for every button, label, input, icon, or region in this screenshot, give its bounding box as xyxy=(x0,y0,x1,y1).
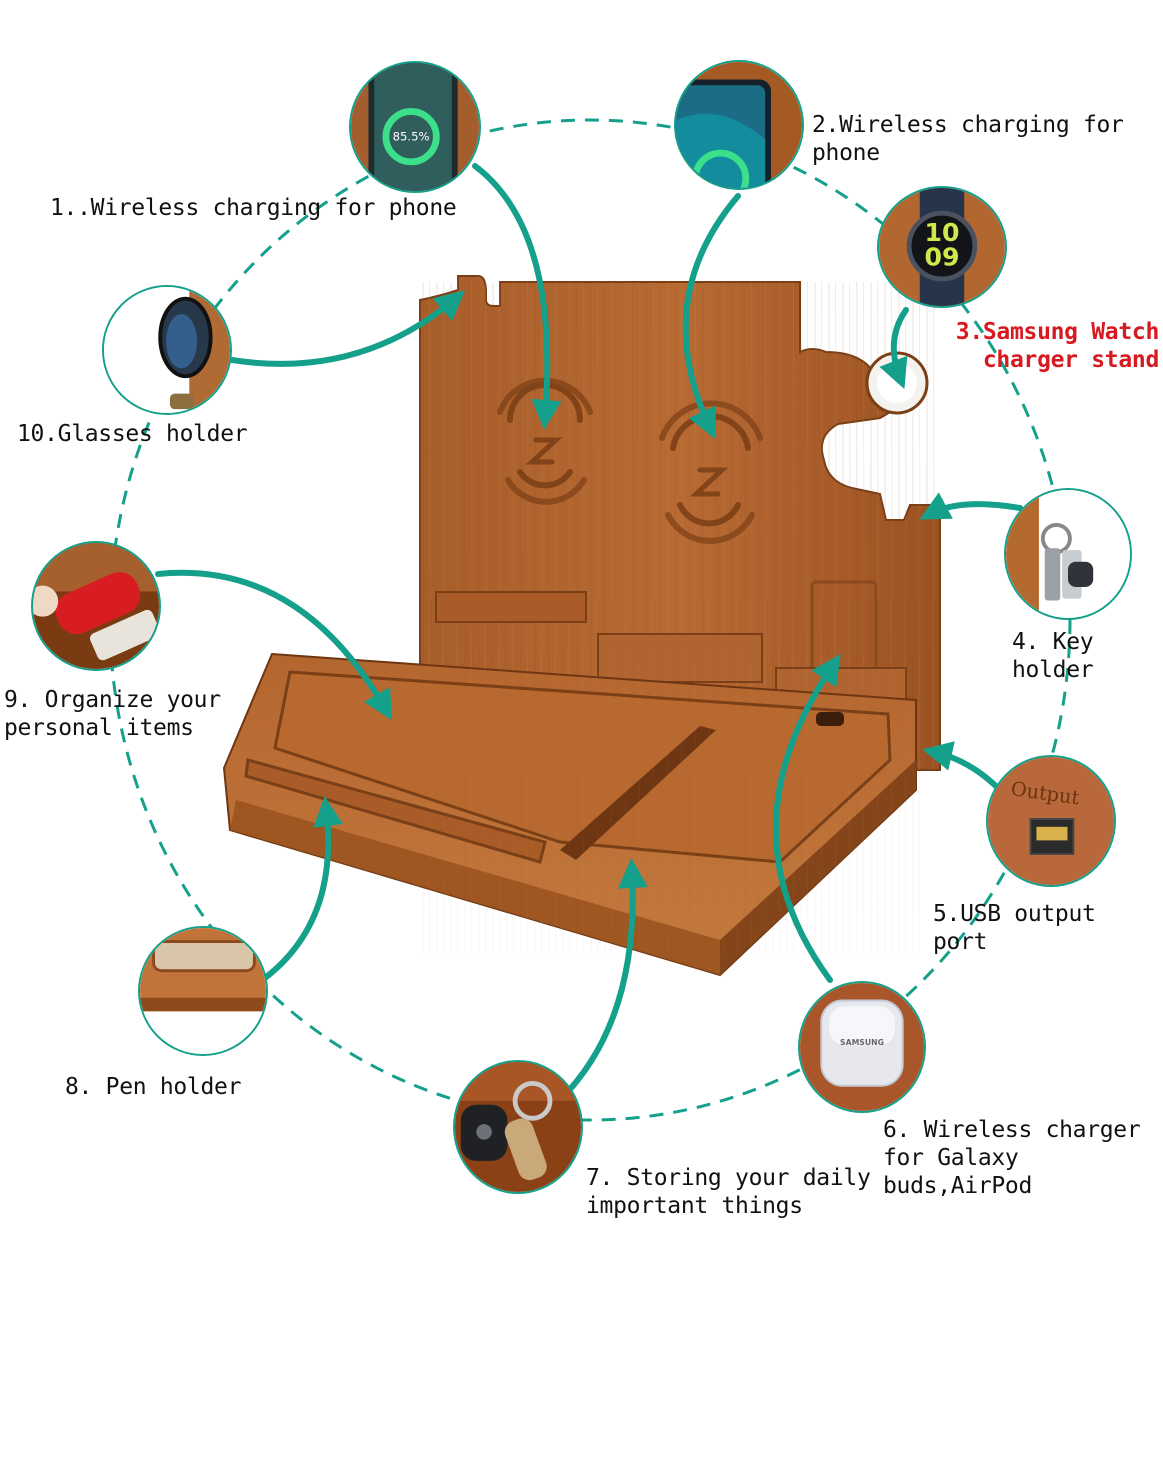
feature-label-watch-stand: 3.Samsung Watch charger stand xyxy=(955,319,1160,373)
glasses-icon xyxy=(158,296,213,410)
feature-label-wireless-charging-1: 1..Wireless charging for phone xyxy=(50,195,457,221)
arrow-2 xyxy=(682,193,741,439)
detail-circle-phone-charging-1: 85.5% xyxy=(349,61,481,193)
lipstick-icon xyxy=(55,572,141,635)
arrow-7 xyxy=(557,858,648,1103)
detail-circle-usb: Output xyxy=(986,755,1116,887)
arrow-9 xyxy=(155,569,392,721)
pen-slot-icon xyxy=(152,940,256,973)
arrow-6 xyxy=(773,654,841,983)
feature-label-usb-port: 5.USB output port xyxy=(933,901,1096,955)
arrow-1 xyxy=(472,163,562,430)
detail-circle-glasses xyxy=(102,285,232,415)
feature-label-storage: 7. Storing your daily important things xyxy=(586,1165,871,1219)
arrow-5 xyxy=(922,741,1003,793)
detail-circle-phone-charging-2 xyxy=(674,60,804,190)
detail-circle-keys xyxy=(1004,488,1132,620)
svg-text:09: 09 xyxy=(925,242,960,271)
feature-label-glasses-holder: 10.Glasses holder xyxy=(17,421,248,447)
phone-wireless-charging-icon xyxy=(382,108,440,166)
detail-circle-watch: 10 09 xyxy=(877,186,1007,308)
wireless-charge-engraving-right xyxy=(659,400,763,544)
feature-label-key-holder: 4. Key holder xyxy=(1012,629,1094,683)
arrow-4 xyxy=(919,492,1023,520)
detail-circle-organizer xyxy=(31,541,161,671)
feature-label-organize: 9. Organize your personal items xyxy=(4,687,221,741)
feature-label-pen-holder: 8. Pen holder xyxy=(65,1074,242,1100)
detail-circle-earbuds: SAMSUNG xyxy=(798,981,926,1113)
feature-label-earbuds-charger: 6. Wireless charger for Galaxy buds,AirP… xyxy=(883,1117,1141,1199)
detail-circle-pen xyxy=(138,926,268,1056)
feature-label-wireless-charging-2: 2.Wireless charging for phone xyxy=(812,112,1124,166)
detail-circle-storage xyxy=(453,1060,583,1194)
svg-text:SAMSUNG: SAMSUNG xyxy=(840,1038,884,1047)
arrow-8 xyxy=(262,796,344,981)
charge-percent: 85.5% xyxy=(393,130,430,144)
arrow-3 xyxy=(879,307,909,390)
smartwatch-icon xyxy=(906,210,978,282)
keys-icon xyxy=(1040,523,1094,601)
svg-text:10: 10 xyxy=(925,218,960,247)
arrow-10 xyxy=(229,290,466,367)
